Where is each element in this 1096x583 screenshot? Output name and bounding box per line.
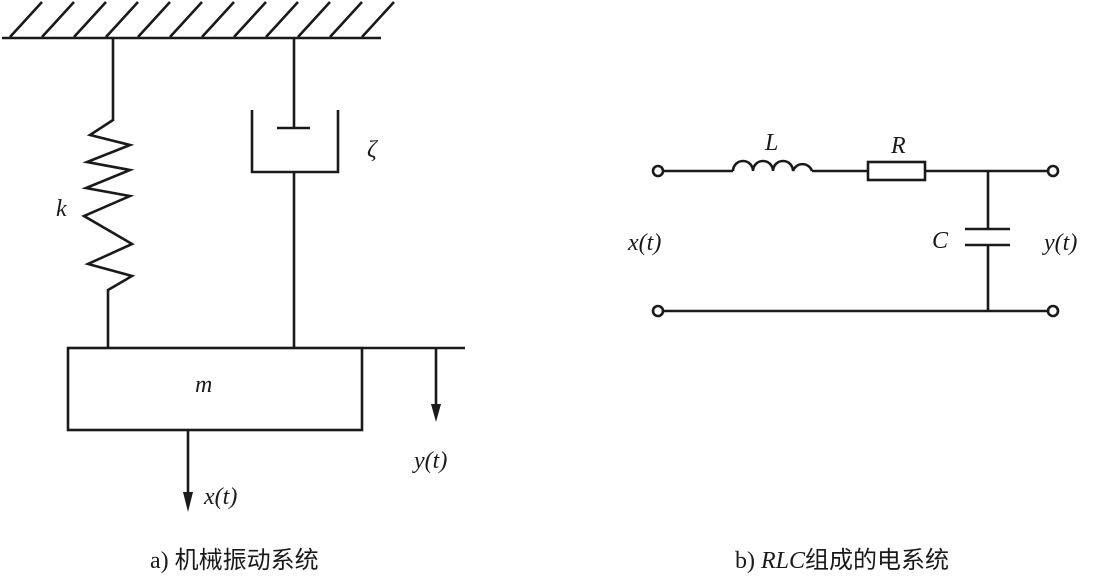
resistor-label: R xyxy=(890,133,906,159)
mechanical-system: k ζ m y(t) x(t) a) 机械振动系统 xyxy=(2,1,465,574)
input-terminal-top xyxy=(651,164,665,178)
input-label: x(t) xyxy=(203,484,237,510)
inductor xyxy=(731,159,814,172)
damper xyxy=(250,38,340,348)
output-label: y(t) xyxy=(412,448,447,474)
ground-hatch xyxy=(73,1,107,38)
ground-hatch xyxy=(233,1,267,38)
capacitor xyxy=(965,171,1010,311)
ground-hatch xyxy=(9,1,43,38)
top-wire xyxy=(663,159,1048,182)
caption-b: b) RLC组成的电系统 xyxy=(735,547,949,574)
caption-a: a) 机械振动系统 xyxy=(150,547,319,574)
ground-hatch xyxy=(265,1,299,38)
ground-hatch xyxy=(201,1,235,38)
output-arrow xyxy=(431,348,441,422)
input-terminal-bottom xyxy=(651,304,665,318)
fixed-ground xyxy=(2,1,395,40)
output-label: y(t) xyxy=(1042,230,1077,256)
capacitor-label: C xyxy=(932,228,949,254)
output-terminal-bottom xyxy=(1046,304,1060,318)
ground-hatch xyxy=(297,1,331,38)
output-terminal-top xyxy=(1046,164,1060,178)
ground-hatch xyxy=(41,1,75,38)
input-label: x(t) xyxy=(627,230,661,256)
ground-hatch xyxy=(169,1,203,38)
mass-block xyxy=(66,346,364,432)
ground-hatch xyxy=(329,1,363,38)
damper-label: ζ xyxy=(367,137,379,163)
resistor xyxy=(866,160,927,182)
spring-label: k xyxy=(56,196,67,222)
mass-label: m xyxy=(195,372,212,398)
inductor-label: L xyxy=(764,130,778,156)
spring xyxy=(81,38,136,348)
ground-hatch xyxy=(361,1,395,38)
electrical-system: L R C x(t) y(t) b) RLC组成的电系统 xyxy=(627,130,1077,574)
ground-hatch xyxy=(137,1,171,38)
input-arrow xyxy=(183,430,193,512)
ground-hatch xyxy=(105,1,139,38)
